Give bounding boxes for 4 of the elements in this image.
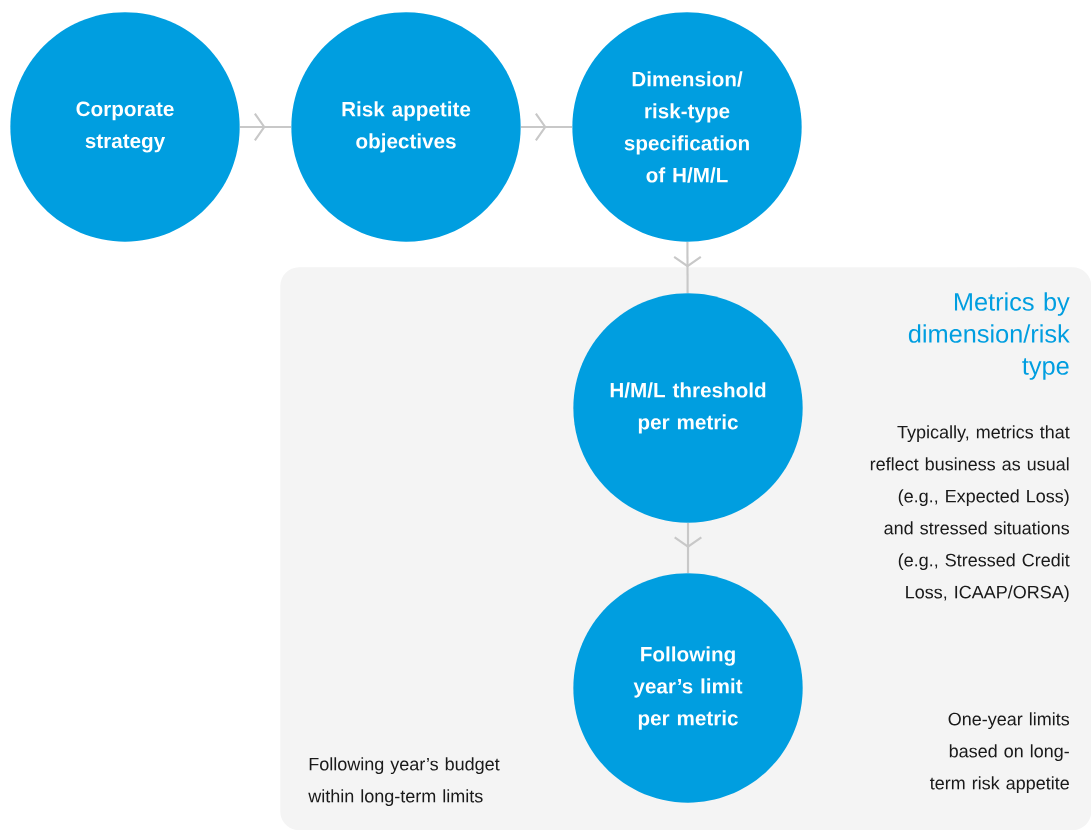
note-text: Following year’s budget within long-term limits [308, 757, 500, 807]
note-text: One-year limits based on long-term risk appetite [929, 712, 1070, 794]
panel-heading: Metrics by dimension/risk type [908, 292, 1070, 380]
note-text: Typically, metrics that reflect business as usual (e.g., Expected Loss) and stressed situations (e.g., Stressed Credit Loss, ICAAP/ORSA) [870, 425, 1070, 603]
